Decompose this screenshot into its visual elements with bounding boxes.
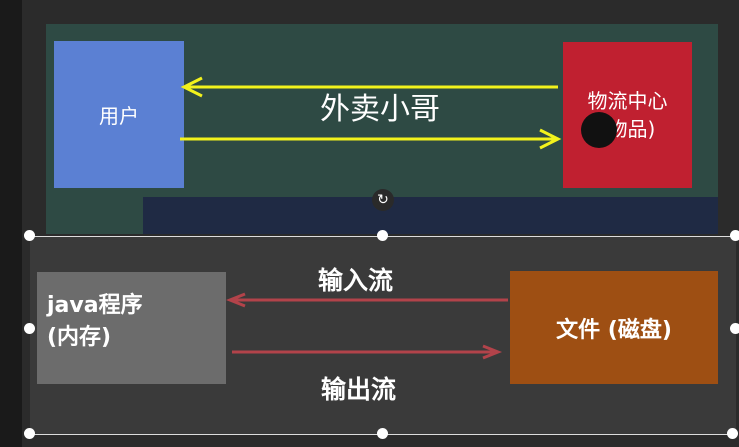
resize-handle-bottom-left[interactable] (24, 428, 35, 439)
resize-handle-top-right[interactable] (730, 230, 739, 241)
background-left-strip (0, 0, 22, 447)
top-diagram-band (143, 197, 718, 234)
input-stream-label: 输入流 (318, 266, 394, 295)
resize-handle-bottom-right[interactable] (727, 428, 738, 439)
user-label: 用户 (99, 104, 139, 128)
resize-handle-middle-left[interactable] (24, 323, 35, 334)
java-program-box: java程序 (内存) (37, 272, 226, 384)
user-box: 用户 (54, 41, 184, 188)
resize-handle-top-center[interactable] (377, 230, 388, 241)
file-label: 文件 (磁盘) (556, 317, 672, 343)
cursor-icon (581, 112, 617, 148)
resize-handle-middle-right[interactable] (730, 323, 739, 334)
file-disk-box: 文件 (磁盘) (510, 271, 718, 384)
resize-handle-top-left[interactable] (24, 230, 35, 241)
output-stream-label: 输出流 (321, 375, 397, 404)
arrow-to-logistics (180, 128, 562, 150)
logistics-center-box: 物流中心 (物品) (563, 42, 692, 188)
logistics-label: 物流中心 (587, 89, 668, 113)
input-stream-arrow (225, 292, 508, 308)
rotate-icon[interactable]: ↻ (372, 189, 394, 211)
courier-label: 外卖小哥 (320, 92, 440, 127)
resize-handle-bottom-center[interactable] (377, 428, 388, 439)
java-label: java程序 (47, 293, 143, 318)
arrow-to-user (180, 76, 558, 98)
java-sublabel: (内存) (47, 325, 112, 350)
output-stream-arrow (232, 344, 503, 360)
